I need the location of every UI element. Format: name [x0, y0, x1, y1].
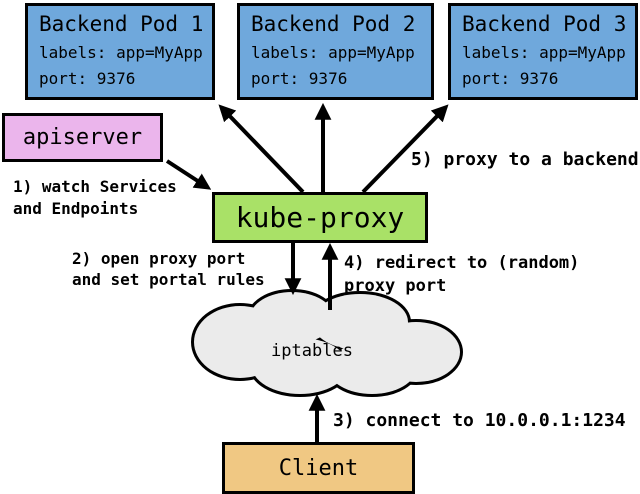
backend-pod-2-box: Backend Pod 2 labels: app=MyApp port: 93… — [237, 3, 434, 100]
backend-pod-1-title: Backend Pod 1 — [39, 12, 204, 36]
annotation-step1: 1) watch Services and Endpoints — [13, 176, 177, 220]
annotation-step2-line2: and set portal rules — [72, 270, 265, 289]
annotation-step3-line1: 3) connect to 10.0.0.1:1234 — [333, 410, 626, 431]
client-label: Client — [278, 455, 359, 481]
apiserver-box: apiserver — [2, 113, 163, 162]
kube-proxy-box: kube-proxy — [212, 192, 428, 243]
backend-pod-3-title: Backend Pod 3 — [462, 12, 627, 36]
arrow-step5-to-pod1 — [218, 104, 305, 194]
annotation-step4-line1: 4) redirect to (random) — [344, 253, 580, 273]
annotation-step1-line1: 1) watch Services — [13, 177, 177, 196]
iptables-label: iptables — [271, 341, 353, 361]
arrow-step5-to-pod3 — [361, 104, 449, 194]
iptables-cloud — [191, 289, 463, 397]
annotation-step5-line1: 5) proxy to a backend — [411, 149, 639, 170]
backend-pod-1-box: Backend Pod 1 labels: app=MyApp port: 93… — [25, 3, 215, 100]
backend-pod-2-title: Backend Pod 2 — [251, 12, 416, 36]
backend-pod-3-box: Backend Pod 3 labels: app=MyApp port: 93… — [448, 3, 638, 100]
apiserver-label: apiserver — [22, 125, 143, 150]
annotation-step4-line2: proxy port — [344, 276, 447, 296]
annotation-step1-line2: and Endpoints — [13, 199, 139, 218]
backend-pod-1-labels: labels: app=MyApp — [39, 43, 203, 62]
annotation-step2: 2) open proxy port and set portal rules — [72, 248, 265, 290]
annotation-step5: 5) proxy to a backend — [411, 149, 639, 170]
backend-pod-2-port: port: 9376 — [251, 69, 348, 88]
client-box: Client — [222, 442, 415, 494]
backend-pod-3-labels: labels: app=MyApp — [462, 43, 626, 62]
backend-pod-3-port: port: 9376 — [462, 69, 559, 88]
kube-proxy-label: kube-proxy — [235, 201, 405, 234]
backend-pod-2-labels: labels: app=MyApp — [251, 43, 415, 62]
annotation-step3: 3) connect to 10.0.0.1:1234 — [333, 410, 626, 431]
arrow-step1-apiserver-to-kubeproxy — [165, 159, 212, 190]
backend-pod-1-port: port: 9376 — [39, 69, 136, 88]
annotation-step4: 4) redirect to (random) proxy port — [344, 252, 579, 298]
annotation-step2-line1: 2) open proxy port — [72, 249, 246, 268]
